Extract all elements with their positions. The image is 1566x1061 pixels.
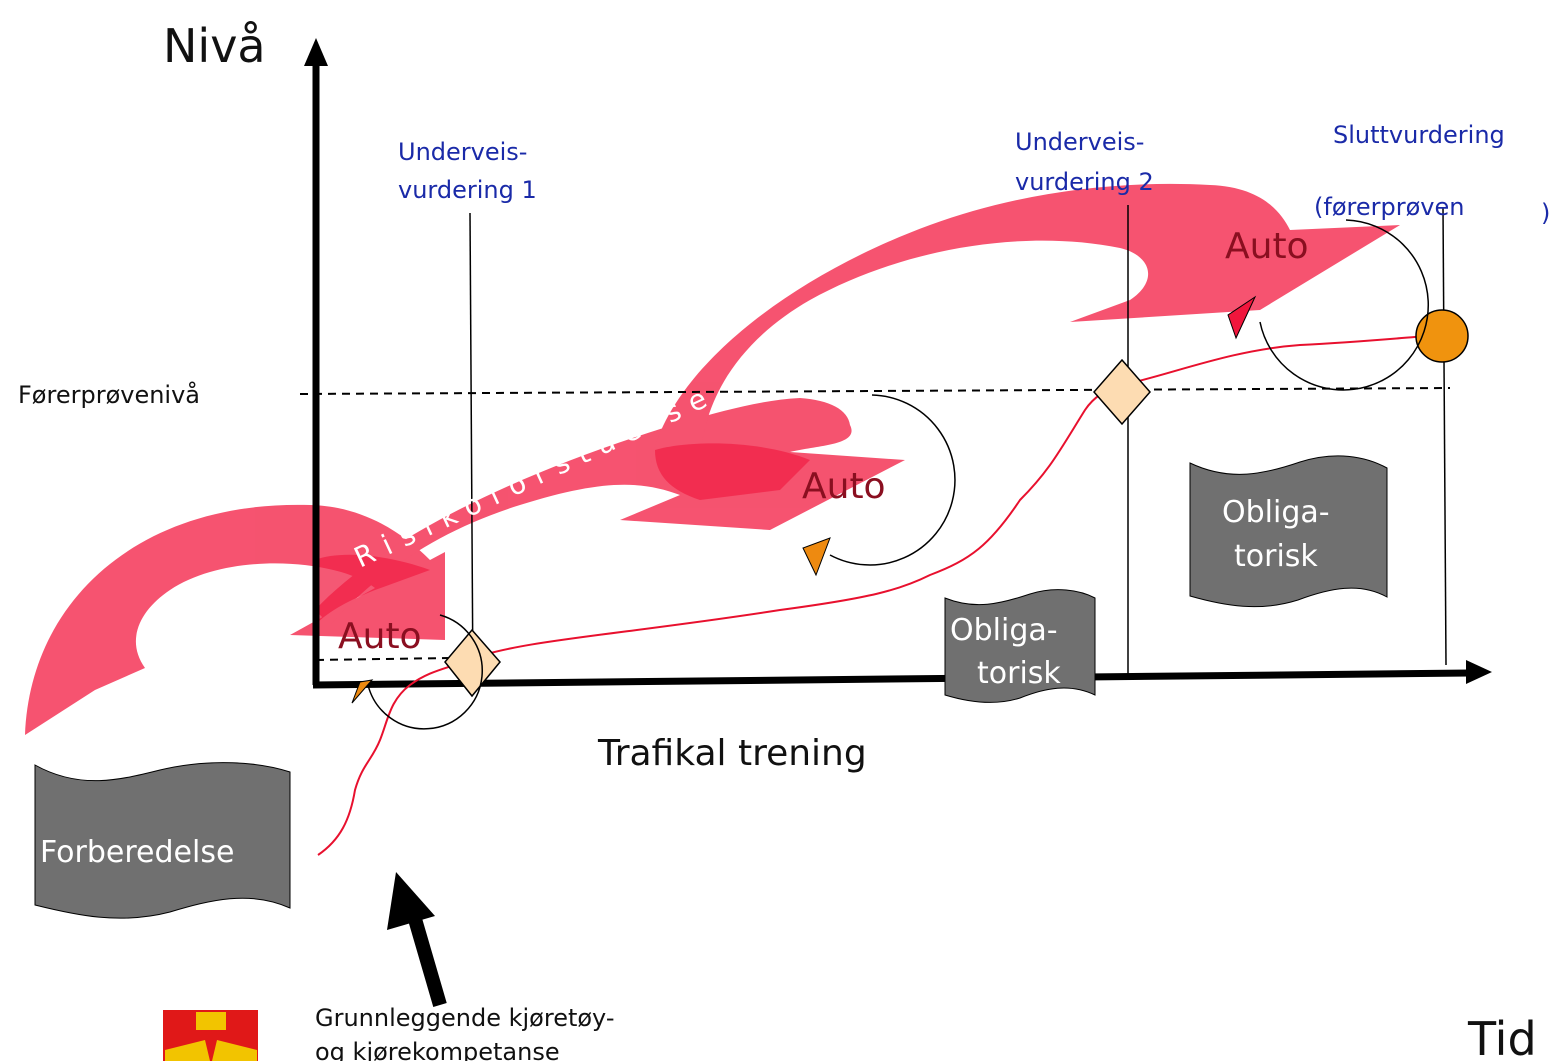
- axes: [304, 38, 1492, 689]
- forberedelse-block: [34, 762, 291, 919]
- auto-arrowhead-3: [1227, 295, 1257, 340]
- logo-crown: [196, 1012, 226, 1030]
- authority-logo: [163, 1010, 258, 1061]
- auto-label-1: Auto: [338, 616, 422, 657]
- risk-understanding-arrows: [25, 183, 1400, 735]
- x-axis-arrowhead: [1466, 660, 1492, 684]
- obligatorisk-small-label-line2: torisk: [977, 656, 1061, 691]
- auto-label-2: Auto: [802, 466, 886, 507]
- bottom-note-line2: og kjørekompetanse: [315, 1038, 560, 1061]
- obligatorisk-small-label-line1: Obliga-: [950, 613, 1058, 648]
- milestone-line-1: [469, 212, 474, 691]
- obligatorisk-large-label-line1: Obliga-: [1222, 495, 1330, 530]
- driver-test-level-label: Førerprøvenivå: [18, 380, 200, 409]
- milestone-diamond-2: [1093, 358, 1151, 426]
- milestone-lines: [469, 205, 1447, 691]
- y-axis-label: Nivå: [163, 19, 266, 73]
- milestone-diamond-1: [444, 628, 501, 698]
- auto-label-3: Auto: [1225, 226, 1309, 267]
- auto-cycle-1: [367, 614, 483, 730]
- x-axis-label: Tid: [1467, 1012, 1537, 1061]
- obligatorisk-small-block: [944, 589, 1096, 703]
- milestone-3-label-line2: (førerprøven: [1314, 193, 1464, 221]
- auto-cycle-3: [1259, 219, 1430, 391]
- bottom-note-line1: Grunnleggende kjøretøy-: [315, 1004, 615, 1032]
- auto-cycles: [367, 219, 1430, 730]
- overlap-region-1: [315, 554, 430, 625]
- forberedelse-label: Forberedelse: [40, 835, 234, 870]
- auto-arrowheads: [351, 295, 1257, 704]
- y-axis-arrowhead: [304, 38, 328, 66]
- start-level-line: [315, 657, 451, 661]
- milestone-2-label-line2: vurdering 2: [1015, 168, 1154, 196]
- bottom-note-arrow: [387, 872, 447, 1007]
- milestone-line-3: [1442, 207, 1447, 666]
- bottom-note-arrowhead: [387, 872, 435, 930]
- x-axis: [312, 669, 1471, 689]
- obligatorisk-large-label-line2: torisk: [1234, 539, 1318, 574]
- progression-curve: [317, 334, 1441, 856]
- obligatorisk-large-block: [1189, 455, 1388, 608]
- center-label: Trafikal trening: [597, 733, 867, 774]
- milestone-2-label-line1: Underveis-: [1015, 128, 1144, 156]
- auto-arrowhead-2: [802, 537, 831, 577]
- auto-arrowhead-1: [351, 679, 374, 704]
- auto-cycle-2: [829, 394, 956, 566]
- milestone-1-label-line1: Underveis-: [398, 138, 527, 166]
- milestone-3-label-paren: ): [1541, 199, 1550, 227]
- milestone-1-label-line2: vurdering 1: [398, 176, 537, 204]
- overlap-region-2: [655, 443, 810, 500]
- curved-arrow-3: [650, 183, 1400, 470]
- logo-wings: [165, 1040, 257, 1061]
- blocks: [34, 455, 1388, 919]
- driver-test-level-line: [299, 387, 1451, 395]
- milestone-3-label-line1: Sluttvurdering: [1333, 121, 1505, 149]
- level-lines: [299, 387, 1451, 661]
- final-assessment-circle: [1415, 309, 1469, 363]
